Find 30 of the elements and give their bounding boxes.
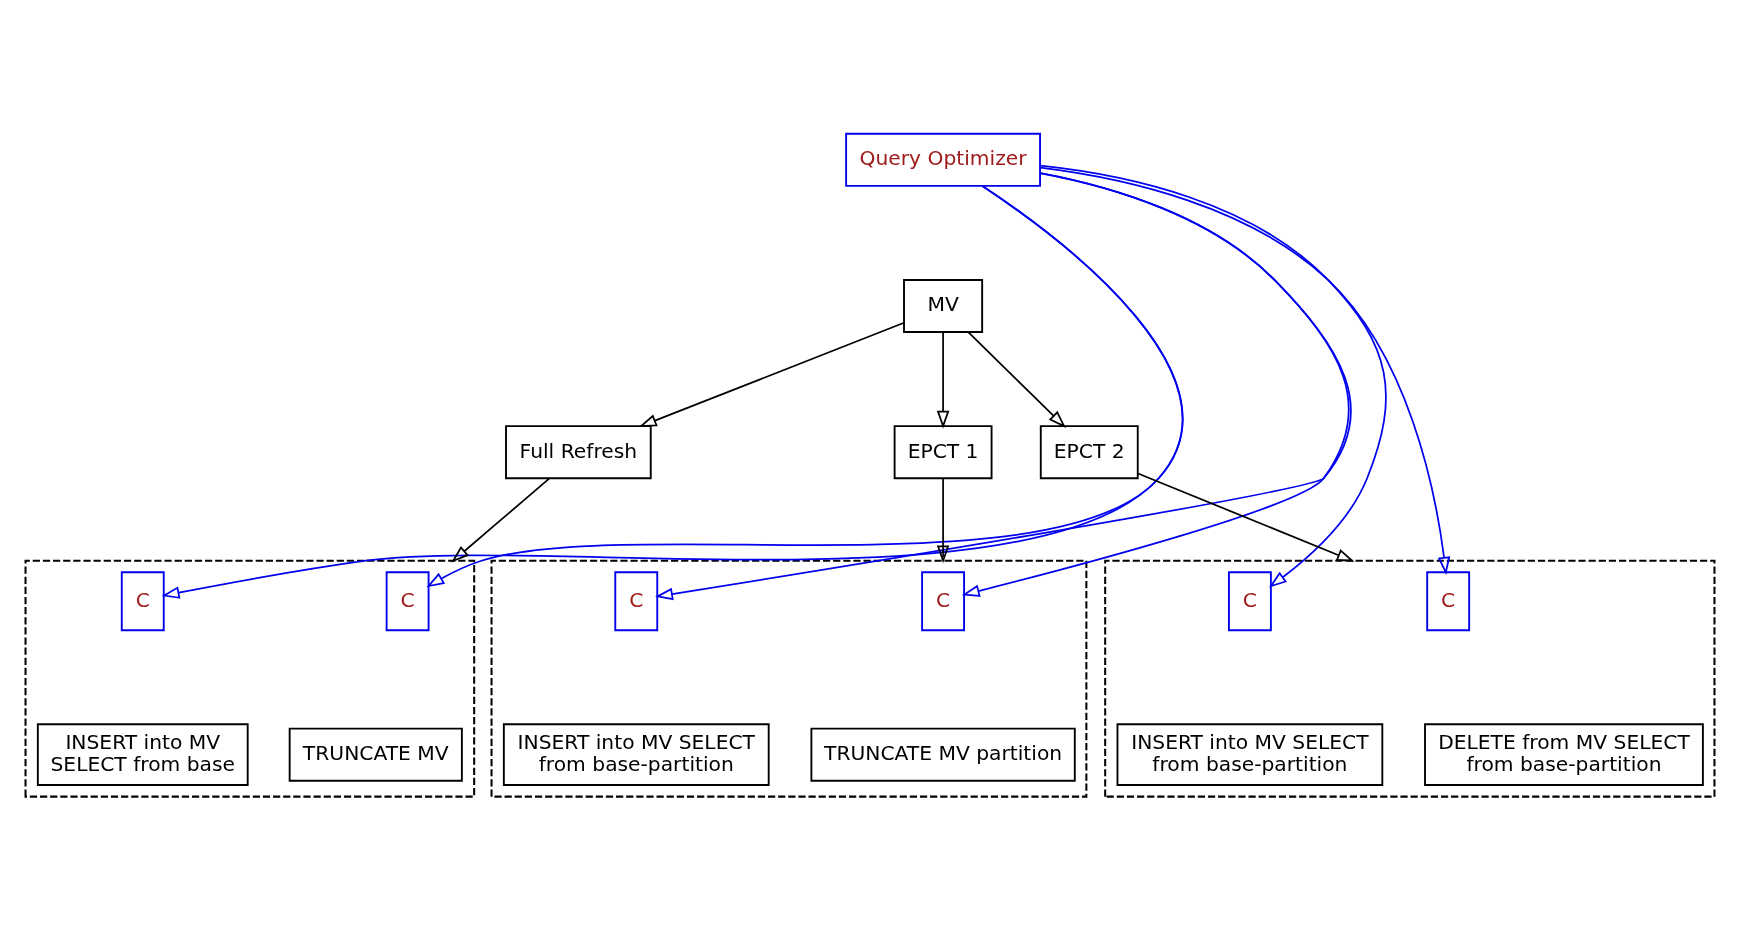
node-box: Full Refresh	[505, 424, 652, 479]
node-box: C	[921, 570, 965, 631]
node-box: EPCT 2	[1039, 424, 1139, 479]
node-box: C	[1426, 570, 1471, 631]
node-box: INSERT into MV SELECT from base	[36, 722, 249, 786]
arrow	[638, 321, 905, 427]
node-box: DELETE from MV SELECT from base-partition	[1424, 722, 1704, 786]
node-box: TRUNCATE MV	[288, 727, 463, 782]
node-box: INSERT into MV SELECT from base-partition	[1116, 722, 1384, 786]
arrow	[1137, 472, 1355, 562]
node-box: TRUNCATE MV partition	[810, 727, 1076, 782]
node-box: Query Optimizer	[845, 132, 1041, 187]
cluster	[490, 559, 1088, 798]
node-box: MV	[903, 278, 984, 333]
node-box: INSERT into MV SELECT from base-partition	[502, 722, 770, 786]
arrow	[1039, 164, 1387, 588]
arrow	[161, 184, 1184, 599]
node-box: C	[1228, 570, 1272, 631]
arrow	[967, 331, 1066, 428]
node-box: C	[120, 570, 165, 631]
cluster	[1104, 559, 1716, 798]
arrow	[936, 331, 950, 429]
arrow	[655, 171, 1352, 600]
arrow	[936, 477, 950, 563]
arrow	[1039, 166, 1451, 575]
node-box: C	[385, 570, 430, 631]
node-box: EPCT 1	[893, 424, 993, 479]
node-box: C	[614, 570, 659, 631]
arrow	[451, 477, 551, 562]
cluster	[24, 559, 476, 798]
